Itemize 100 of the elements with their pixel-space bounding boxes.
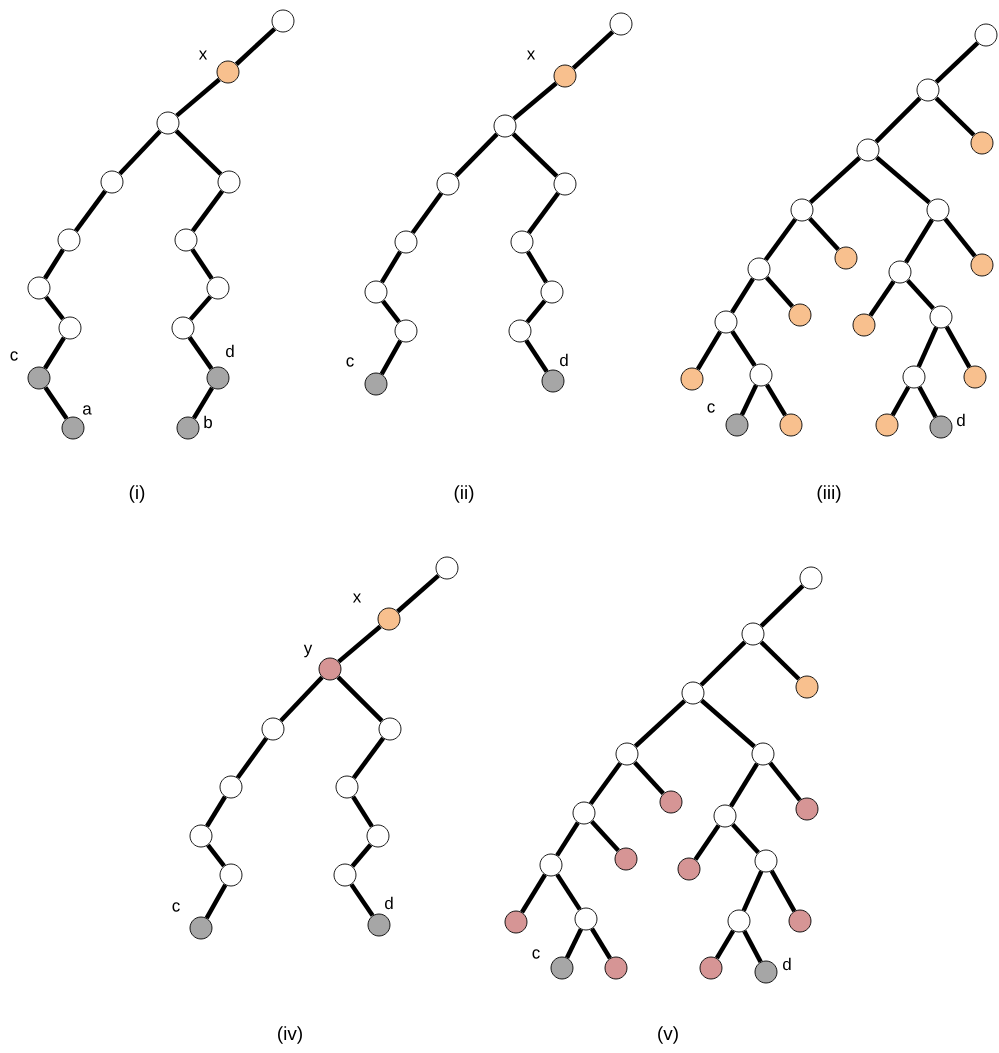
tree-node bbox=[572, 801, 596, 825]
tree-node bbox=[539, 853, 563, 877]
tree-edge bbox=[731, 822, 760, 855]
tree-edge bbox=[118, 129, 162, 176]
tree-edge bbox=[769, 869, 797, 913]
tree-node bbox=[100, 170, 124, 194]
tree-node bbox=[171, 316, 195, 340]
tree-edge bbox=[764, 383, 788, 417]
tree-node bbox=[727, 909, 751, 933]
tree-node bbox=[541, 369, 565, 393]
tree-edge bbox=[759, 584, 805, 628]
tree-edge bbox=[906, 278, 935, 311]
tree-node bbox=[659, 790, 683, 814]
tree-node bbox=[852, 313, 876, 337]
node-letter: c bbox=[346, 357, 354, 367]
tree-node bbox=[795, 675, 819, 699]
node-letter: d bbox=[783, 957, 791, 971]
tree-edge bbox=[739, 384, 759, 416]
tree-node bbox=[436, 172, 460, 196]
node-letter: d bbox=[957, 413, 965, 427]
tree-edge bbox=[204, 883, 228, 920]
node-letter: d bbox=[385, 896, 393, 910]
panel-caption: (iii) bbox=[817, 485, 841, 503]
tree-edge bbox=[43, 248, 65, 280]
tree-node bbox=[377, 607, 401, 631]
tree-node bbox=[790, 198, 814, 222]
tree-edge bbox=[699, 640, 747, 687]
tree-node bbox=[834, 246, 858, 270]
tree-node bbox=[189, 916, 213, 940]
tree-edge bbox=[379, 339, 403, 376]
tree-edge bbox=[695, 330, 723, 371]
tree-edge bbox=[633, 699, 687, 748]
tree-node bbox=[176, 416, 200, 440]
tree-node bbox=[779, 413, 803, 437]
tree-edge bbox=[174, 129, 223, 176]
tree-node bbox=[394, 230, 418, 254]
tree-edge bbox=[571, 30, 615, 70]
tree-node bbox=[609, 12, 633, 36]
tree-node bbox=[681, 681, 705, 705]
tree-node bbox=[493, 114, 517, 138]
tree-node bbox=[974, 23, 998, 47]
tree-node bbox=[216, 60, 240, 84]
tree-node bbox=[699, 956, 723, 980]
tree-edge bbox=[379, 250, 403, 284]
tree-node bbox=[929, 415, 953, 439]
tree-node bbox=[926, 198, 950, 222]
tree-edge bbox=[512, 81, 558, 121]
tree-edge bbox=[524, 339, 549, 373]
tree-edge bbox=[565, 928, 583, 959]
tree-edge bbox=[555, 873, 582, 911]
tree-node bbox=[394, 319, 418, 343]
tree-edge bbox=[525, 250, 549, 284]
node-letter: c bbox=[707, 403, 715, 413]
tree-node bbox=[219, 775, 243, 799]
tree-edge bbox=[590, 927, 612, 960]
tree-node bbox=[888, 260, 912, 284]
node-letter: y bbox=[303, 644, 313, 658]
tree-edge bbox=[43, 336, 66, 370]
node-letter: x bbox=[526, 50, 536, 60]
tree-node bbox=[725, 413, 749, 437]
tree-node bbox=[795, 797, 819, 821]
tree-edge bbox=[191, 386, 215, 420]
tree-edge bbox=[279, 675, 324, 723]
tree-node bbox=[714, 310, 738, 334]
node-letter: x bbox=[352, 593, 362, 603]
tree-edge bbox=[206, 843, 226, 868]
tree-node bbox=[747, 257, 771, 281]
node-letter: c bbox=[172, 902, 180, 912]
tree-node bbox=[788, 303, 812, 327]
tree-node bbox=[916, 78, 940, 102]
tree-edge bbox=[188, 295, 213, 321]
tree-node bbox=[604, 956, 628, 980]
tree-edge bbox=[714, 929, 736, 960]
tree-node bbox=[929, 305, 953, 329]
tree-edge bbox=[235, 736, 269, 780]
tree-edge bbox=[759, 640, 801, 681]
tree-edge bbox=[934, 96, 976, 137]
tree-node bbox=[435, 556, 459, 580]
tree-node bbox=[677, 857, 701, 881]
tree-edge bbox=[730, 277, 755, 314]
tree-edge bbox=[808, 216, 840, 252]
tree-node bbox=[614, 847, 638, 871]
tree-edge bbox=[934, 41, 980, 84]
tree-edge bbox=[943, 217, 977, 258]
tree-edge bbox=[590, 819, 620, 853]
tree-node bbox=[504, 910, 528, 934]
tree-node bbox=[749, 363, 773, 387]
tree-edge bbox=[763, 217, 798, 262]
tree-edge bbox=[349, 883, 375, 917]
node-letter: b bbox=[204, 415, 212, 429]
node-letter: d bbox=[560, 353, 568, 367]
tree-node bbox=[217, 170, 241, 194]
tree-edge bbox=[916, 326, 939, 368]
tree-node bbox=[550, 956, 574, 980]
tree-edge bbox=[351, 795, 374, 828]
tree-edge bbox=[700, 698, 756, 749]
tree-edge bbox=[520, 873, 547, 914]
tree-node bbox=[271, 9, 295, 33]
tree-node bbox=[963, 365, 987, 389]
tree-edge bbox=[525, 299, 547, 324]
